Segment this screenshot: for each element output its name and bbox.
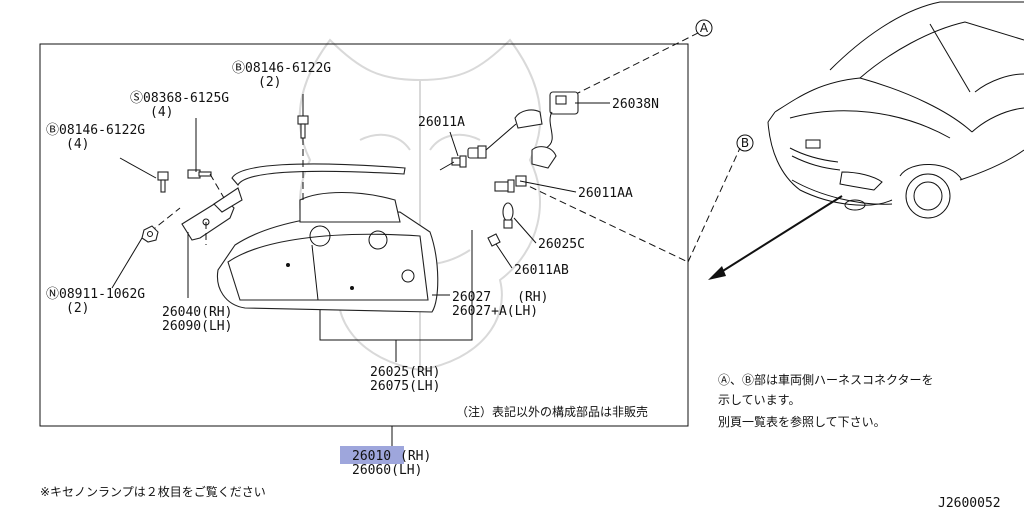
svg-text:26027+A(LH): 26027+A(LH)	[452, 304, 538, 319]
screw-drawing	[187, 169, 225, 199]
frame-note: （注）表記以外の構成部品は非販売	[456, 404, 648, 419]
leader-nut	[111, 237, 143, 289]
leader-line-a	[573, 31, 701, 96]
xenon-note: ※キセノンランプは２枚目をご覧ください	[40, 484, 266, 499]
svg-text:Ⓑ08146-6122G: Ⓑ08146-6122G	[46, 123, 145, 138]
svg-text:(2): (2)	[258, 75, 281, 90]
svg-text:Ⓐ、Ⓑ部は車両側ハーネスコネクターを: Ⓐ、Ⓑ部は車両側ハーネスコネクターを	[718, 372, 934, 387]
harness-drawing	[485, 91, 610, 169]
diagram-frame	[39, 43, 689, 427]
bracket-drawing	[149, 187, 243, 245]
svg-text:Ⓢ08368-6125G: Ⓢ08368-6125G	[130, 91, 229, 106]
label-screw: Ⓢ08368-6125G (4)	[130, 91, 229, 120]
bolt-left-drawing	[157, 171, 169, 193]
svg-text:B: B	[741, 136, 749, 150]
vehicle-illustration	[767, 1, 1024, 219]
svg-text:別頁一覧表を参照して下さい。: 別頁一覧表を参照して下さい。	[718, 414, 886, 429]
socket-ab-drawing	[487, 233, 513, 269]
assembly-highlight	[340, 446, 404, 464]
svg-text:26025(RH): 26025(RH)	[370, 365, 440, 380]
svg-text:26075(LH): 26075(LH)	[370, 379, 440, 394]
vehicle-arrow	[708, 195, 843, 280]
label-bulb-c: 26025C	[538, 237, 585, 252]
svg-text:26027 (RH): 26027 (RH)	[452, 290, 548, 305]
nut-drawing	[141, 225, 159, 243]
leader-bolt-left	[119, 157, 157, 179]
svg-text:26040(RH): 26040(RH)	[162, 305, 232, 320]
svg-text:(RH): (RH)	[400, 449, 431, 464]
svg-text:示しています。: 示しています。	[718, 393, 800, 407]
label-harness: 26038N	[612, 97, 659, 112]
leader-socket-a	[449, 131, 459, 157]
svg-text:(4): (4)	[66, 137, 89, 152]
connector-marker-a: A	[695, 19, 713, 37]
label-socket-a: 26011A	[418, 115, 465, 130]
svg-text:26090(LH): 26090(LH)	[162, 319, 232, 334]
svg-text:(4): (4)	[150, 105, 173, 120]
bolt-top-drawing	[297, 115, 309, 204]
label-bolt-top: Ⓑ08146-6122G (2)	[232, 61, 331, 90]
connector-marker-b: B	[736, 134, 754, 152]
headlamp-assembly-drawing	[216, 163, 439, 313]
socket-aa-drawing	[494, 175, 577, 193]
label-lens: 26027 (RH) 26027+A(LH)	[452, 290, 548, 319]
leader-line-b-car	[687, 147, 741, 263]
svg-text:Ⓝ08911-1062G: Ⓝ08911-1062G	[46, 287, 145, 302]
svg-text:(2): (2)	[66, 301, 89, 316]
socket-a-drawing	[439, 145, 487, 171]
label-socket-ab: 26011AB	[514, 263, 569, 278]
svg-text:A: A	[700, 21, 709, 35]
svg-text:26010: 26010	[352, 449, 391, 464]
svg-text:Ⓑ08146-6122G: Ⓑ08146-6122G	[232, 61, 331, 76]
label-lamp-body: 26025(RH) 26075(LH)	[370, 365, 440, 394]
leader-line-b-frame	[519, 181, 689, 263]
connector-note: Ⓐ、Ⓑ部は車両側ハーネスコネクターを 示しています。 別頁一覧表を参照して下さい…	[718, 372, 934, 429]
reference-code: J2600052	[938, 496, 1001, 511]
bulb-c-drawing	[502, 202, 537, 244]
label-bracket: 26040(RH) 26090(LH)	[162, 305, 232, 334]
label-assembly: 26010 (RH) 26060(LH)	[340, 446, 431, 478]
label-bolt-left: Ⓑ08146-6122G (4)	[46, 123, 145, 152]
label-nut: Ⓝ08911-1062G (2)	[46, 287, 145, 316]
svg-text:26060(LH): 26060(LH)	[352, 463, 422, 478]
label-socket-aa: 26011AA	[578, 186, 633, 201]
